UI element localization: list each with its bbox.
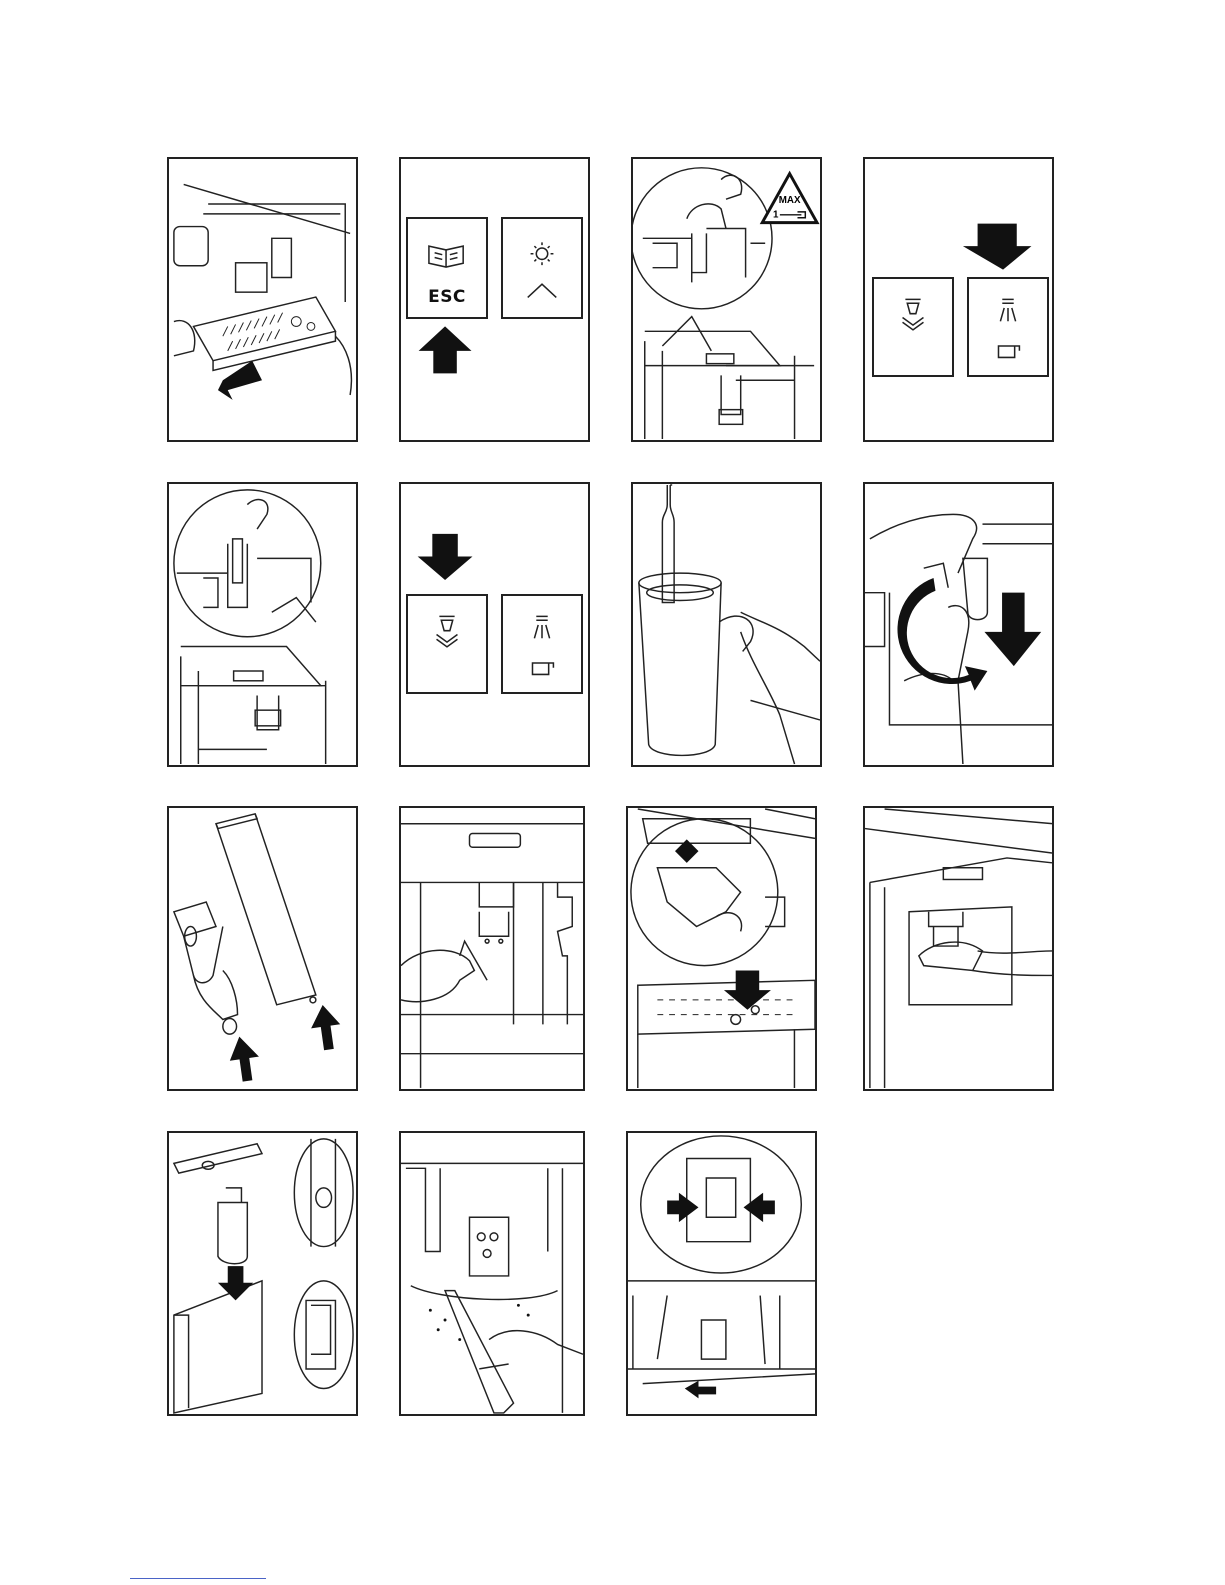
panel-clean-drip-tray	[626, 806, 817, 1091]
panel-milk-jug	[631, 482, 822, 767]
rinse-key-2[interactable]	[406, 594, 488, 694]
esc-key-label: ESC	[408, 287, 486, 307]
panel-filter-parts	[167, 806, 358, 1091]
insert-filter-illustration	[169, 1133, 356, 1414]
cup-icon	[532, 663, 553, 674]
panel-descale-tablet	[167, 482, 358, 767]
drip-tray-illustration	[169, 159, 356, 440]
panel-remove-drip-tray	[167, 157, 358, 442]
footer-link-underline	[130, 1578, 266, 1579]
panel-press-rinse	[399, 482, 590, 767]
chevron-up-icon	[528, 284, 557, 297]
rinse-spout-icon	[874, 279, 952, 375]
warning-max-label: MAX	[779, 195, 801, 206]
steam-icon	[534, 616, 549, 638]
warning-triangle: MAX 1	[762, 174, 817, 223]
wipe-illustration	[865, 808, 1052, 1089]
steam-key-2[interactable]	[501, 594, 583, 694]
brew-unit-illustration	[628, 1133, 815, 1414]
light-up-key[interactable]	[501, 217, 583, 319]
steam-key[interactable]	[967, 277, 1049, 377]
rinse-spout-icon	[408, 596, 486, 692]
panel-brush-brew-unit	[399, 1131, 585, 1416]
cup-icon	[998, 346, 1019, 357]
panel-press-steam	[863, 157, 1054, 442]
warning-spoon-count: 1	[773, 210, 779, 221]
panel-insert-filter	[167, 1131, 358, 1416]
tablet-illustration	[169, 484, 356, 765]
powder-illustration: MAX 1	[633, 159, 820, 440]
esc-key[interactable]: ESC	[406, 217, 488, 319]
rinse-key[interactable]	[872, 277, 954, 377]
drip-tray-clean-illustration	[628, 808, 815, 1089]
steam-icon	[1000, 299, 1015, 321]
panel-remove-brew-unit	[626, 1131, 817, 1416]
brush-illustration	[401, 1133, 583, 1414]
panel-remove-nozzle	[863, 482, 1054, 767]
nozzle-illustration	[865, 484, 1052, 765]
milk-jug-illustration	[633, 484, 820, 765]
filter-parts-illustration	[169, 808, 356, 1089]
panel-esc-buttons: ESC	[399, 157, 590, 442]
light-bulb-icon	[531, 242, 554, 265]
panel-clean-spout	[399, 806, 585, 1091]
panel-wipe-front	[863, 806, 1054, 1091]
panel-add-powder: MAX 1	[631, 157, 822, 442]
spout-clean-illustration	[401, 808, 583, 1089]
